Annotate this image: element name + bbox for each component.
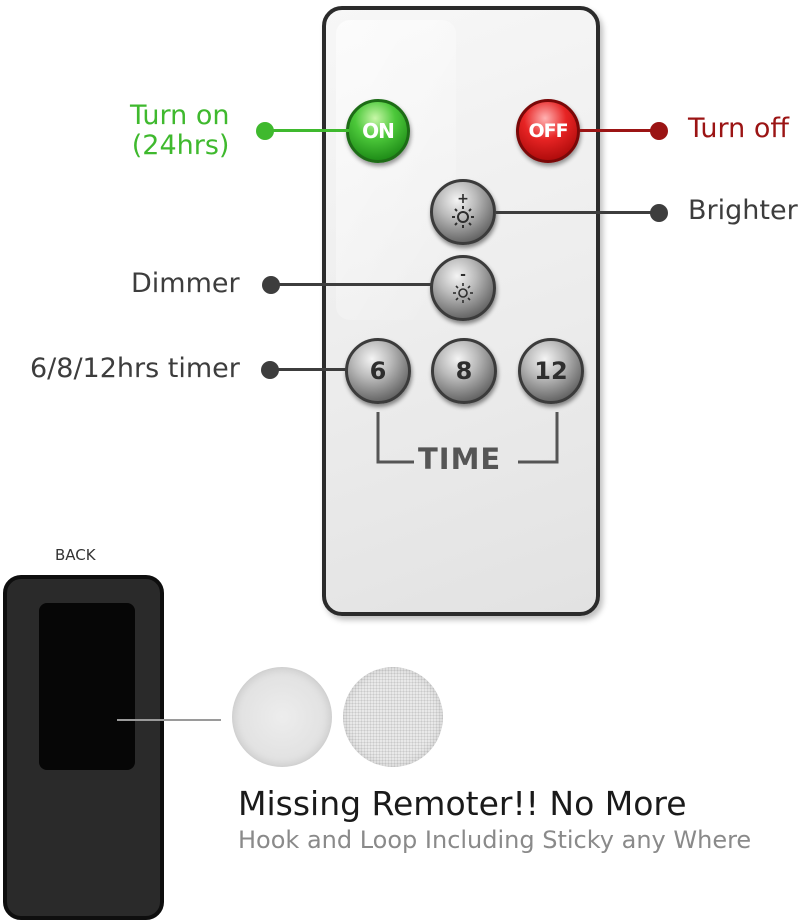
- subline: Hook and Loop Including Sticky any Where: [238, 826, 752, 854]
- timer-6-label: 6: [369, 357, 387, 385]
- turn-on-line: [265, 129, 349, 132]
- timer-8-button[interactable]: 8: [431, 338, 497, 404]
- remote-back: [3, 575, 164, 920]
- timer-8-label: 8: [455, 357, 473, 385]
- turn-on-line2: (24hrs): [131, 130, 230, 161]
- turn-off-line: [580, 129, 658, 132]
- brighter-label: Brighter: [688, 195, 798, 226]
- timer-line: [270, 368, 348, 371]
- loop-velcro-dot: [343, 667, 443, 767]
- timer-6-button[interactable]: 6: [345, 338, 411, 404]
- turn-off-dot: [650, 122, 668, 140]
- off-button-label: OFF: [528, 120, 568, 142]
- turn-on-callout: Turn on (24hrs): [130, 101, 229, 161]
- headline: Missing Remoter!! No More: [238, 784, 687, 823]
- turn-on-line1: Turn on: [130, 100, 230, 131]
- time-label: TIME: [418, 442, 502, 476]
- dimmer-button[interactable]: -: [430, 255, 496, 321]
- on-button[interactable]: ON: [346, 99, 410, 163]
- hook-velcro-dot: [232, 667, 332, 767]
- dimmer-label: Dimmer: [131, 268, 240, 299]
- timer-12-button[interactable]: 12: [518, 338, 584, 404]
- svg-text:-: -: [460, 267, 466, 283]
- sun-icon: -: [453, 267, 473, 303]
- back-pointer-line: [117, 719, 221, 721]
- back-velcro-pad: [39, 603, 135, 770]
- dimmer-line: [271, 283, 433, 286]
- timer-12-label: 12: [534, 357, 568, 385]
- brighter-line: [496, 211, 658, 214]
- sun-icon: +: [452, 191, 474, 228]
- brighter-dot: [650, 204, 668, 222]
- turn-off-label: Turn off: [688, 113, 789, 144]
- brighter-button[interactable]: +: [430, 179, 496, 245]
- back-label: BACK: [55, 546, 96, 564]
- svg-text:+: +: [457, 191, 469, 207]
- timer-label: 6/8/12hrs timer: [30, 353, 240, 384]
- off-button[interactable]: OFF: [516, 99, 580, 163]
- on-button-label: ON: [362, 119, 395, 143]
- time-bracket: [376, 412, 559, 464]
